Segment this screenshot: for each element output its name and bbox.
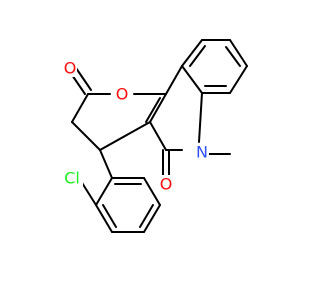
atom-label: N	[196, 143, 208, 162]
atom-cl: Cl	[61, 169, 83, 188]
bond	[149, 121, 167, 151]
double-bond-inner	[145, 97, 161, 123]
atom-label: O	[160, 175, 173, 194]
atom-o-amide-carbonyl: O	[159, 175, 173, 194]
bond	[95, 177, 113, 206]
bond	[143, 204, 161, 233]
atom-label: Cl	[64, 169, 80, 188]
bond	[75, 67, 92, 91]
molecule-diagram: O O N O Cl	[61, 39, 248, 233]
bond	[71, 121, 101, 151]
atom-o-ring: O	[115, 85, 129, 104]
bond	[165, 65, 183, 95]
bond	[71, 93, 89, 123]
double-bond-inner	[102, 204, 117, 228]
double-bond-inner	[139, 204, 154, 228]
bond	[198, 92, 203, 143]
bond	[99, 121, 151, 151]
double-bond-inner	[189, 45, 206, 67]
structure-drawing: O O N O Cl	[61, 39, 248, 233]
bond-layer	[69, 39, 248, 233]
bond	[149, 93, 167, 123]
bond	[95, 204, 113, 233]
atom-o-lactone-carbonyl: O	[63, 59, 77, 78]
double-bond-inner	[225, 46, 241, 67]
atom-label-layer: O O N O Cl	[61, 59, 209, 194]
atom-label: O	[64, 59, 77, 78]
bond	[229, 39, 248, 67]
bond	[229, 65, 248, 94]
bond	[99, 149, 113, 179]
atom-n-ring: N	[195, 143, 209, 162]
atom-label: O	[116, 85, 129, 104]
bond	[143, 177, 161, 206]
bond	[181, 65, 203, 94]
bond	[181, 39, 203, 67]
